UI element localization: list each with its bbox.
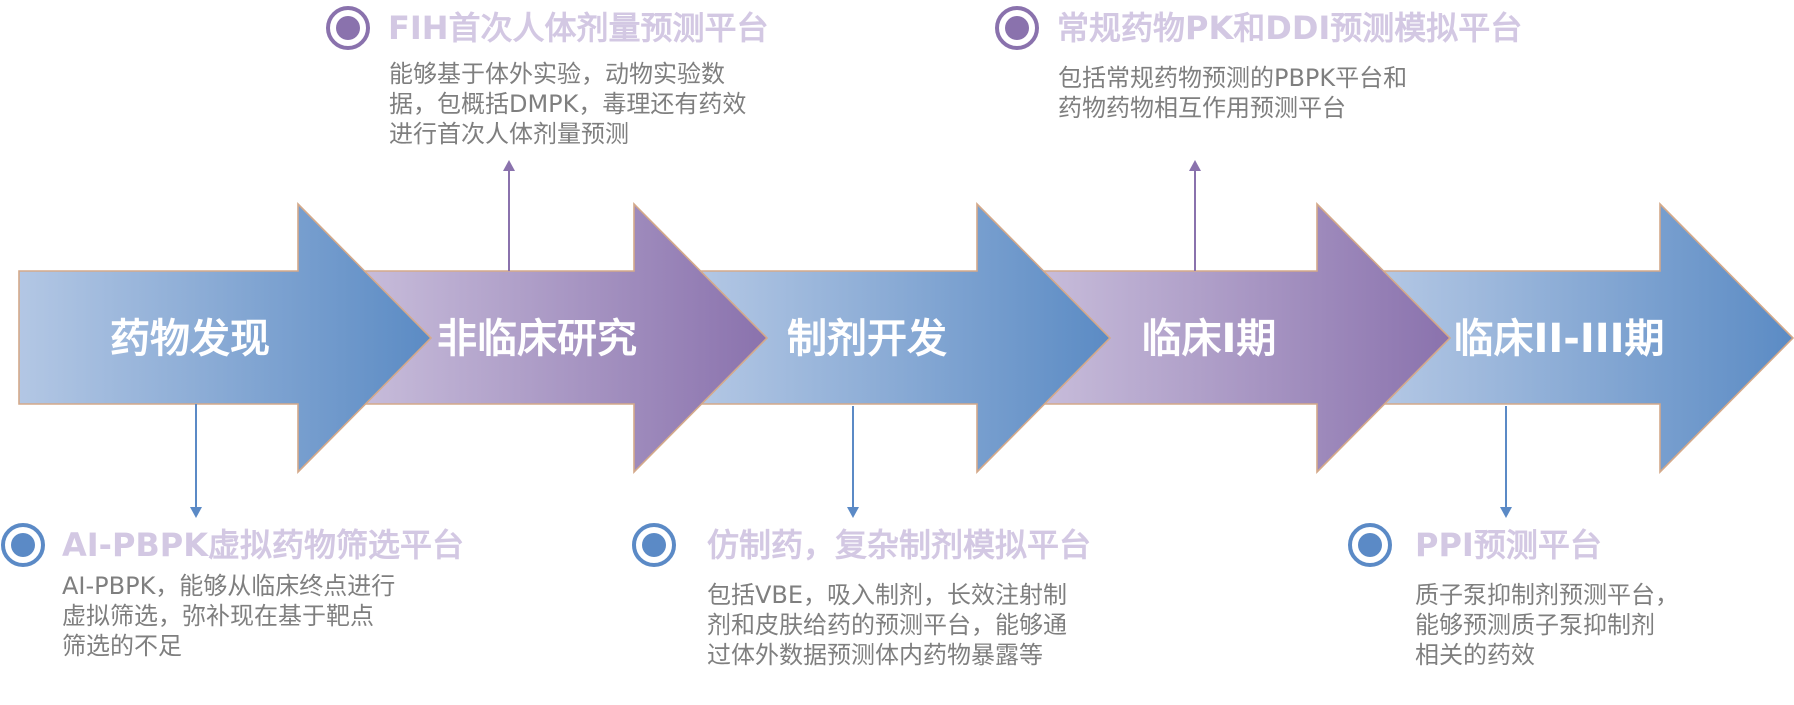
stage-label: 非临床研究: [437, 316, 637, 362]
platform-description: 包括常规药物预测的PBPK平台和 药物药物相互作用预测平台: [1058, 63, 1407, 123]
description-line: 包括VBE，吸入制剂，长效注射制: [707, 581, 1068, 609]
platform-title: FIH首次人体剂量预测平台: [388, 9, 769, 47]
platform-title: 常规药物PK和DDI预测模拟平台: [1057, 9, 1523, 47]
stage-arrow: 非临床研究: [364, 202, 769, 474]
stage-label: 临床I期: [1142, 316, 1277, 362]
stage-label: 临床II-III期: [1453, 316, 1664, 362]
radio-target-icon: [632, 523, 676, 567]
stage-arrow-shape: [1383, 202, 1794, 474]
stage-arrow: 临床I期: [1043, 202, 1452, 474]
description-line: 质子泵抑制剂预测平台，: [1415, 581, 1679, 609]
stage-arrow-shape: [700, 202, 1112, 474]
connector-arrow-icon: [1500, 406, 1512, 518]
connector-arrow-icon: [1189, 160, 1201, 271]
description-line: AI-PBPK，能够从临床终点进行: [62, 572, 396, 600]
connector-arrow-icon: [847, 406, 859, 518]
platform-description: 能够基于体外实验，动物实验数 据，包概括DMPK，毒理还有药效 进行首次人体剂量…: [389, 59, 746, 149]
stage-label: 制剂开发: [787, 316, 947, 362]
stage-arrow-shape: [18, 202, 433, 474]
connector-arrow-icon: [503, 160, 515, 271]
radio-target-icon: [1348, 523, 1392, 567]
stage-label: 药物发现: [110, 316, 270, 362]
radio-target-icon: [1, 523, 45, 567]
connector-arrow-icon: [190, 404, 202, 518]
description-line: 能够预测质子泵抑制剂: [1415, 611, 1655, 639]
radio-target-icon: [995, 6, 1039, 50]
stage-arrow: 临床II-III期: [1383, 202, 1794, 474]
description-line: 进行首次人体剂量预测: [389, 120, 629, 148]
description-line: 筛选的不足: [62, 632, 182, 660]
description-line: 包括常规药物预测的PBPK平台和: [1058, 64, 1408, 92]
description-line: 能够基于体外实验，动物实验数: [389, 60, 725, 88]
platform-title: AI-PBPK虚拟药物筛选平台: [62, 526, 465, 564]
description-line: 药物药物相互作用预测平台: [1058, 94, 1346, 122]
platform-description: 包括VBE，吸入制剂，长效注射制 剂和皮肤给药的预测平台，能够通 过体外数据预测…: [707, 580, 1067, 670]
platform-description: AI-PBPK，能够从临床终点进行 虚拟筛选，弥补现在基于靶点 筛选的不足: [62, 571, 395, 661]
platform-description: 质子泵抑制剂预测平台， 能够预测质子泵抑制剂 相关的药效: [1415, 580, 1679, 670]
platform-title: PPI预测平台: [1415, 526, 1602, 564]
description-line: 过体外数据预测体内药物暴露等: [707, 641, 1043, 669]
stage-arrow: 药物发现: [18, 202, 433, 474]
stage-arrow-shape: [364, 202, 769, 474]
description-line: 虚拟筛选，弥补现在基于靶点: [62, 602, 374, 630]
radio-target-icon: [326, 6, 370, 50]
description-line: 剂和皮肤给药的预测平台，能够通: [707, 611, 1067, 639]
platform-title: 仿制药，复杂制剂模拟平台: [707, 526, 1092, 564]
stage-arrow: 制剂开发: [700, 202, 1112, 474]
description-line: 相关的药效: [1415, 641, 1535, 669]
stage-arrow-shape: [1043, 202, 1452, 474]
description-line: 据，包概括DMPK，毒理还有药效: [389, 90, 747, 118]
